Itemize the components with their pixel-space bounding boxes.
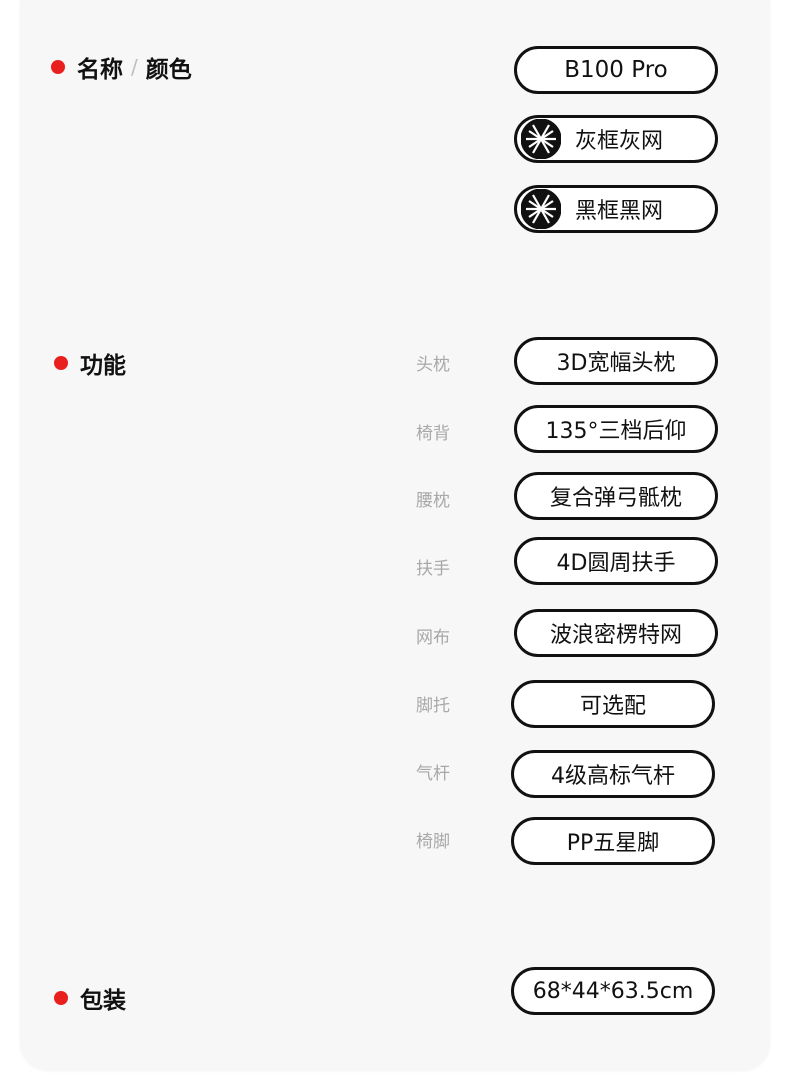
section-title-features: 功能 — [54, 346, 126, 380]
feature-value-text: PP五星脚 — [566, 831, 660, 856]
feature-value-gas-lift: 4级高标气杆 — [511, 750, 715, 798]
packaging-dimensions: 68*44*63.5cm — [532, 978, 694, 1004]
feature-value-headrest: 3D宽幅头枕 — [514, 337, 718, 385]
feature-value-base: PP五星脚 — [511, 817, 715, 865]
feature-value-armrest: 4D圆周扶手 — [514, 537, 718, 585]
mesh-swatch-icon — [521, 189, 561, 229]
model-pill: B100 Pro — [514, 46, 718, 94]
red-dot-icon — [54, 991, 68, 1005]
color-option-label: 灰框灰网 — [575, 129, 664, 154]
feature-value-text: 复合弹弓骶枕 — [549, 486, 682, 511]
feature-label-headrest: 头枕 — [416, 355, 450, 375]
spec-card: 名称 / 颜色 B100 Pro 灰框灰网 — [20, 0, 770, 1070]
feature-value-footrest: 可选配 — [511, 680, 715, 728]
color-option-gray[interactable]: 灰框灰网 — [514, 115, 718, 163]
model-value: B100 Pro — [564, 57, 668, 83]
title-separator: / — [131, 55, 138, 79]
red-dot-icon — [51, 60, 65, 74]
mesh-swatch-icon — [521, 119, 561, 159]
feature-value-backrest: 135°三档后仰 — [514, 405, 718, 453]
feature-label-gas-lift: 气杆 — [416, 764, 450, 784]
feature-label-footrest: 脚托 — [416, 696, 450, 716]
feature-value-text: 4级高标气杆 — [551, 764, 675, 789]
red-dot-icon — [54, 356, 68, 370]
feature-value-text: 135°三档后仰 — [545, 419, 687, 444]
packaging-dimensions-pill: 68*44*63.5cm — [511, 967, 715, 1015]
feature-value-text: 4D圆周扶手 — [556, 551, 676, 576]
feature-label-backrest: 椅背 — [416, 424, 450, 444]
feature-value-mesh: 波浪密楞特网 — [514, 609, 718, 657]
feature-label-mesh: 网布 — [416, 628, 450, 648]
feature-value-text: 波浪密楞特网 — [549, 623, 682, 648]
feature-label-base: 椅脚 — [416, 832, 450, 852]
feature-value-text: 可选配 — [579, 694, 646, 719]
feature-value-text: 3D宽幅头枕 — [556, 351, 676, 376]
feature-value-lumbar: 复合弹弓骶枕 — [514, 472, 718, 520]
title-color: 颜色 — [145, 57, 192, 83]
section-title-packaging: 包装 — [54, 981, 126, 1015]
color-option-black[interactable]: 黑框黑网 — [514, 185, 718, 233]
title-packaging: 包装 — [80, 988, 126, 1014]
color-option-label: 黑框黑网 — [575, 199, 664, 224]
feature-label-armrest: 扶手 — [416, 559, 450, 579]
title-features: 功能 — [80, 353, 126, 379]
feature-label-lumbar: 腰枕 — [416, 491, 450, 511]
title-name: 名称 — [77, 57, 123, 83]
section-title-name-color: 名称 / 颜色 — [51, 50, 192, 84]
